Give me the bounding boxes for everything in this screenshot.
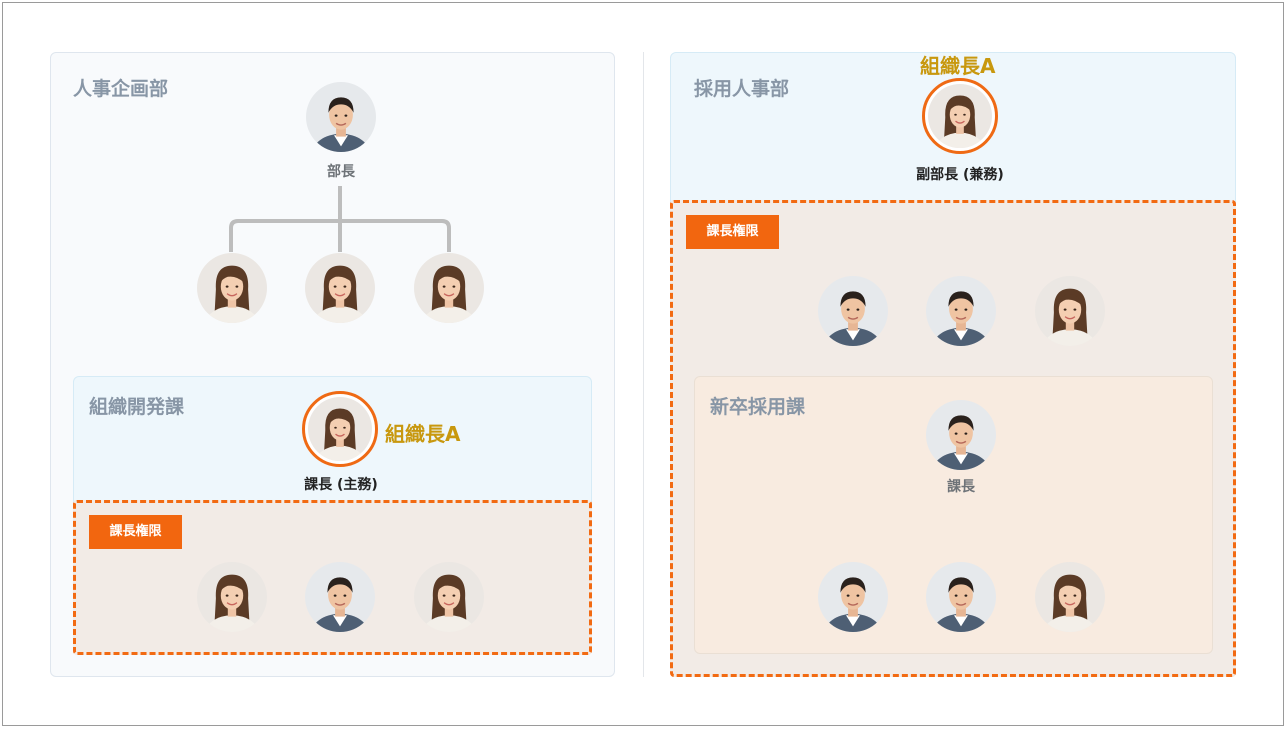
role-label: 部長 bbox=[327, 164, 355, 180]
avatar-member bbox=[197, 562, 267, 632]
avatar-member bbox=[818, 276, 888, 346]
person-icon bbox=[197, 253, 267, 323]
person-icon bbox=[308, 397, 372, 461]
avatar-member bbox=[926, 276, 996, 346]
leader-label: 組織長A bbox=[385, 422, 461, 446]
authority-badge: 課長権限 bbox=[686, 215, 779, 249]
role-label: 副部長 (兼務) bbox=[916, 167, 1004, 183]
person-icon bbox=[926, 276, 996, 346]
avatar-member bbox=[818, 562, 888, 632]
section-title: 組織開発課 bbox=[89, 396, 185, 418]
person-icon bbox=[926, 400, 996, 470]
person-icon bbox=[414, 562, 484, 632]
person-icon bbox=[305, 562, 375, 632]
person-icon bbox=[1035, 562, 1105, 632]
leader-label: 組織長A bbox=[920, 54, 996, 78]
avatar-member bbox=[414, 253, 484, 323]
person-icon bbox=[197, 562, 267, 632]
avatar-leader-a bbox=[302, 391, 378, 467]
person-icon bbox=[818, 276, 888, 346]
person-icon bbox=[1035, 276, 1105, 346]
column-divider bbox=[643, 52, 644, 677]
person-icon bbox=[818, 562, 888, 632]
avatar-member bbox=[197, 253, 267, 323]
role-label: 課長 (主務) bbox=[304, 477, 378, 493]
avatar-member bbox=[1035, 562, 1105, 632]
avatar-member bbox=[1035, 276, 1105, 346]
authority-badge: 課長権限 bbox=[89, 515, 182, 549]
person-icon bbox=[305, 253, 375, 323]
dept-title: 人事企画部 bbox=[73, 78, 169, 100]
person-icon bbox=[414, 253, 484, 323]
avatar-member bbox=[305, 562, 375, 632]
avatar-member bbox=[414, 562, 484, 632]
avatar-section-head bbox=[926, 400, 996, 470]
person-icon bbox=[926, 562, 996, 632]
role-label: 課長 bbox=[947, 479, 975, 495]
avatar-leader-a bbox=[922, 78, 998, 154]
section-title: 新卒採用課 bbox=[710, 396, 806, 418]
dept-title: 採用人事部 bbox=[694, 78, 790, 100]
avatar-member bbox=[926, 562, 996, 632]
person-icon bbox=[928, 84, 992, 148]
avatar-member bbox=[305, 253, 375, 323]
